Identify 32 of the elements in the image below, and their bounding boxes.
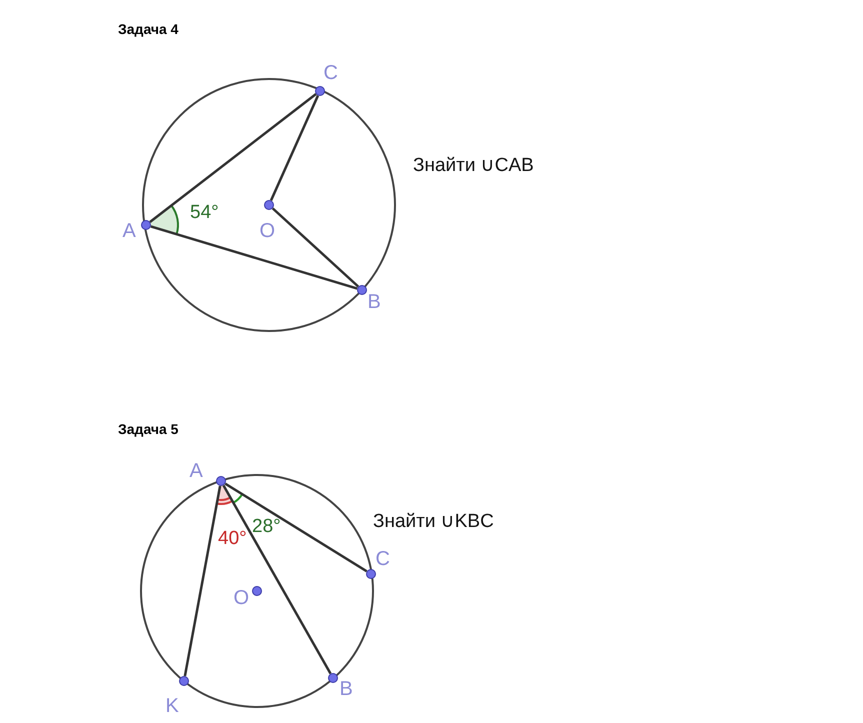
- point-dot: [314, 86, 324, 96]
- task-heading: Задача 4: [118, 22, 178, 36]
- line-segment: [270, 95, 320, 201]
- point-label: B: [368, 292, 381, 312]
- point-label: C: [376, 548, 390, 568]
- point-dot: [178, 676, 188, 686]
- point-label: B: [340, 678, 353, 698]
- point-label: A: [190, 460, 203, 480]
- point-dot: [216, 476, 226, 486]
- line-segment: [150, 225, 358, 290]
- line-segment: [222, 484, 332, 674]
- annotation-text: 28°: [252, 517, 281, 536]
- line-segment: [224, 482, 368, 572]
- point-dot: [328, 672, 338, 682]
- point-dot: [356, 284, 366, 294]
- point-label: O: [260, 220, 276, 240]
- line-segment: [272, 207, 360, 288]
- annotation-text: Знайти ∪KBC: [373, 512, 494, 531]
- line-segment: [184, 486, 222, 676]
- point-label: K: [166, 696, 179, 716]
- annotation-text: 54°: [190, 203, 219, 222]
- point-label: O: [234, 588, 250, 608]
- point-dot: [140, 220, 150, 230]
- point-dot: [252, 586, 262, 596]
- line-segment: [149, 93, 317, 223]
- point-dot: [264, 200, 274, 210]
- task-heading: Задача 5: [118, 422, 178, 436]
- point-dot: [366, 568, 376, 578]
- annotation-text: 40°: [218, 529, 247, 548]
- annotation-text: Знайти ∪CAB: [413, 156, 534, 175]
- point-label: C: [324, 62, 338, 82]
- point-label: A: [122, 220, 136, 240]
